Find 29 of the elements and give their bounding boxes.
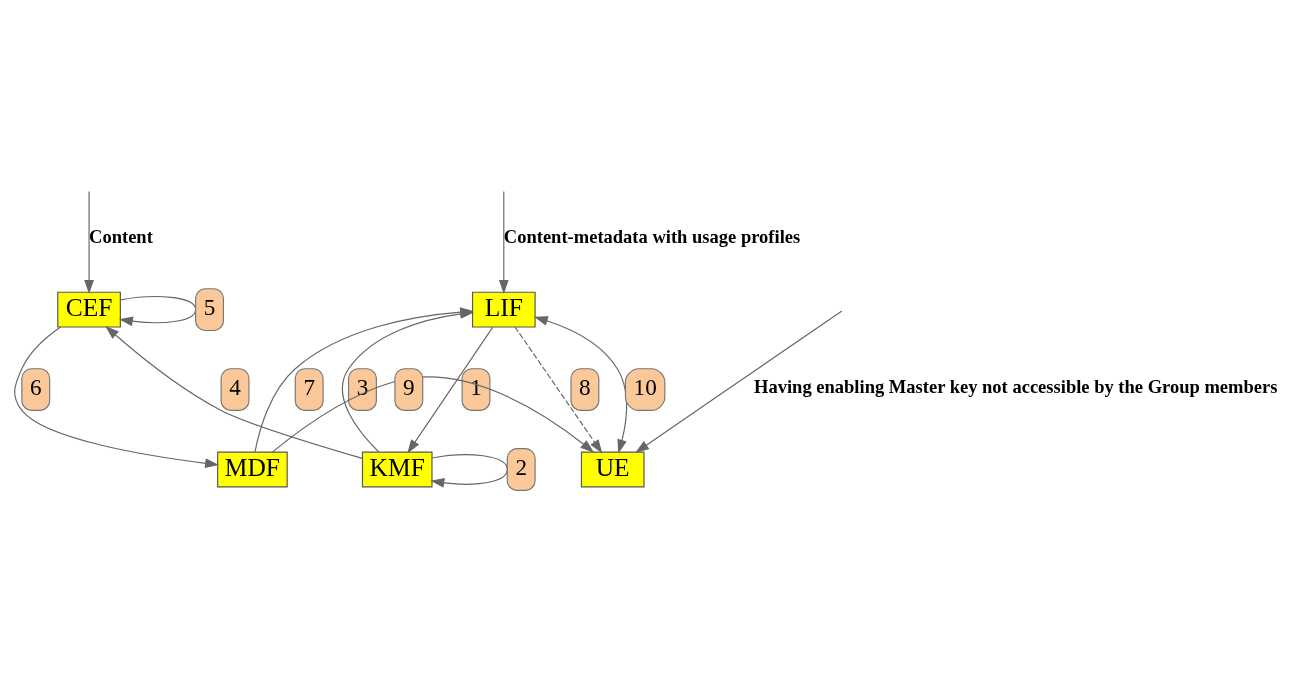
arrow bbox=[14, 325, 220, 468]
edge-label: 8 bbox=[579, 373, 591, 400]
edge-label: Having enabling Master key not accessible by the Group members bbox=[754, 375, 1278, 397]
edge-label: Content bbox=[89, 225, 153, 247]
arrow bbox=[271, 375, 595, 453]
edge-label: 7 bbox=[303, 373, 315, 400]
edge-label: Content-metadata with usage profiles bbox=[503, 225, 801, 247]
edge-label: 9 bbox=[403, 373, 415, 400]
arrow bbox=[118, 295, 197, 326]
node-box: MDF bbox=[217, 451, 288, 487]
arrow bbox=[407, 326, 494, 453]
arrow bbox=[105, 325, 363, 459]
edge-label: 4 bbox=[229, 373, 241, 400]
edge-label: 6 bbox=[29, 373, 42, 400]
node-box: CEF bbox=[57, 291, 121, 328]
edge-label: 3 bbox=[356, 373, 369, 400]
node-box: LIF bbox=[471, 291, 536, 328]
node-box: KMF bbox=[361, 451, 433, 487]
edge-label: 1 bbox=[470, 373, 482, 400]
arrow bbox=[498, 190, 509, 294]
edge-label: 5 bbox=[203, 293, 216, 320]
arrow bbox=[635, 309, 843, 453]
edge-label: 10 bbox=[633, 373, 657, 400]
arrow bbox=[533, 315, 628, 453]
edge-label: 2 bbox=[515, 453, 527, 480]
arrow bbox=[430, 453, 508, 488]
node-box: UE bbox=[580, 451, 645, 487]
arrow bbox=[514, 326, 603, 453]
arrow bbox=[84, 190, 94, 294]
